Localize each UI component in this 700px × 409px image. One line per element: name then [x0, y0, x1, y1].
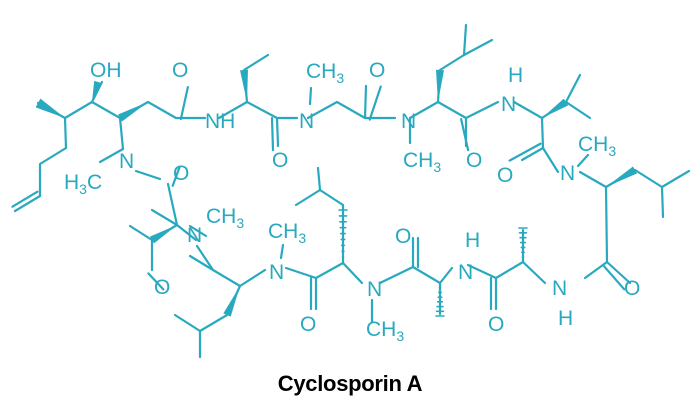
wedge-bond: [35, 98, 65, 118]
methyl-group-6: CH3: [268, 220, 306, 246]
double-bond: [147, 272, 165, 291]
wedge-bond: [149, 225, 177, 244]
carbonyl-oxygen-3: O: [369, 59, 385, 82]
double-bond: [179, 85, 189, 121]
methyl-group-4: H3C: [64, 171, 102, 197]
bond-chain: [604, 185, 632, 285]
double-bond: [602, 264, 626, 291]
double-bond: [11, 190, 39, 208]
n-methyl-nitrogen-1: N: [299, 110, 314, 133]
carbonyl-oxygen-9: O: [395, 225, 411, 248]
carbonyl-oxygen-2: O: [272, 149, 288, 172]
bond-chain: [118, 116, 125, 151]
bond-chain: [173, 313, 202, 333]
bond-chain: [98, 147, 125, 164]
hydroxyl-label: OH: [90, 59, 122, 82]
bond-chain: [128, 224, 154, 242]
amide-nitrogen-nh-2: N: [501, 93, 516, 116]
carbonyl-oxygen-11: O: [624, 277, 640, 300]
bond-chain: [294, 188, 322, 207]
carbonyl-oxygen-8: O: [300, 313, 316, 336]
n-methyl-nitrogen-6: N: [269, 261, 284, 284]
carbonyl-oxygen-6: O: [173, 162, 189, 185]
methyl-group-1: CH3: [306, 60, 344, 86]
amide-nitrogen-nh-1: NH: [205, 110, 235, 133]
bond-chain: [275, 116, 280, 148]
stereo-wedges: [35, 69, 638, 317]
bond-chain: [512, 73, 582, 120]
double-bond: [368, 85, 382, 121]
amide-hydrogen-1: H: [508, 64, 523, 87]
n-methyl-nitrogen-3: N: [560, 162, 575, 185]
bond-chain: [378, 265, 454, 285]
n-methyl-nitrogen-5: N: [187, 224, 202, 247]
bond-chain: [308, 86, 313, 106]
bond-chain: [660, 185, 665, 219]
bond-chain: [462, 23, 468, 57]
bond-chain: [466, 260, 547, 285]
double-bond: [508, 142, 542, 162]
bond-chain: [540, 116, 545, 150]
carbonyl-oxygen-7: O: [154, 276, 170, 299]
atom-labels: OH O NH O N CH3 O N CH3 O H N O N CH3 N …: [64, 59, 640, 344]
methyl-group-7: CH3: [366, 318, 404, 344]
bond-chain: [188, 254, 215, 272]
amide-nitrogen-nh-3: N: [458, 261, 473, 284]
bond-chain: [576, 153, 590, 168]
bond-chain: [306, 100, 397, 120]
bond-chain: [564, 100, 592, 120]
n-methyl-nitrogen-7: N: [367, 278, 382, 301]
bond-chain: [188, 224, 208, 238]
amide-hydrogen-3: H: [558, 307, 573, 330]
carbonyl-oxygen-10: O: [488, 313, 504, 336]
n-methyl-nitrogen-2: N: [401, 110, 416, 133]
double-bond: [171, 165, 181, 187]
bond-chain: [541, 146, 560, 174]
molecule-name-caption: Cyclosporin A: [277, 371, 423, 396]
bond-chain: [408, 100, 500, 120]
bond-chain: [13, 101, 68, 213]
wedge-bond: [118, 102, 148, 122]
bond-chain: [166, 182, 179, 227]
bond-chain: [284, 261, 364, 285]
wedge-bond: [223, 286, 240, 317]
bond-chain: [90, 100, 207, 120]
methyl-group-2: CH3: [403, 149, 441, 175]
amide-nitrogen-nh-4: N: [552, 277, 567, 300]
carbonyl-oxygen-5: O: [497, 164, 513, 187]
double-bond: [460, 118, 470, 152]
bond-chain: [279, 243, 285, 260]
double-bond: [270, 117, 275, 152]
bond-chain: [217, 100, 299, 120]
bond-chain: [363, 84, 368, 120]
wedge-bond: [240, 69, 248, 102]
wedge-bond: [92, 80, 102, 102]
n-methyl-nitrogen-4: N: [119, 150, 134, 173]
wedge-bond: [436, 69, 444, 102]
carbonyl-oxygen-1: O: [172, 59, 188, 82]
methyl-group-5: CH3: [206, 205, 244, 231]
methyl-group-3: CH3: [578, 133, 616, 159]
bond-chain: [462, 38, 494, 57]
wedge-bond: [606, 166, 638, 187]
carbonyl-oxygen-4: O: [466, 149, 482, 172]
wedge-bond: [542, 98, 569, 118]
bond-chain: [134, 169, 162, 181]
amide-hydrogen-2: H: [465, 229, 480, 252]
bond-chain: [520, 146, 545, 162]
bond-chain: [195, 244, 267, 288]
